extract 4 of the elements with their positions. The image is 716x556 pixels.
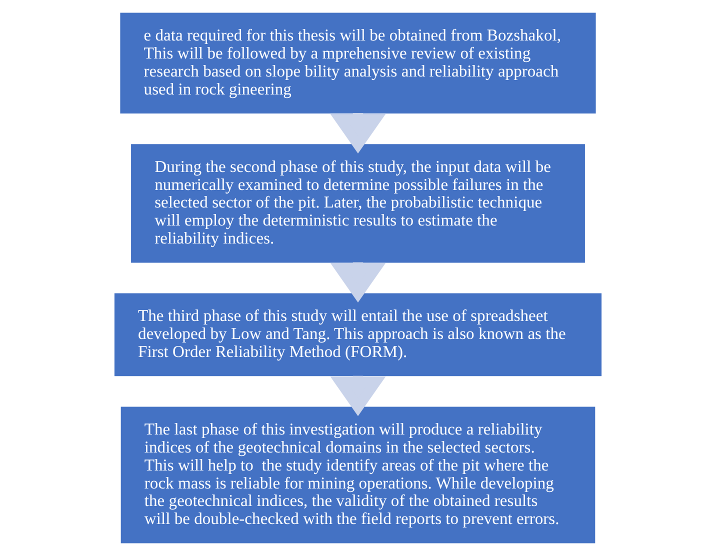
node-box: The last phase of this investigation will produce a reliability indices of the geotechnical domains in the selected sectors. This will help to the study identify areas of the pit where the rock mass is reliable for mining operations. While developing the geotechnical indices, the validity of the obtained results will be double-checked with the field reports to prevent errors. [120,406,596,544]
node-box: During the second phase of this study, the input data will be numerically examined to determine possible failures in the selected sector of the pit. Later, the probabilistic technique will employ the deterministic results to estimate the reliability indices. [131,144,585,263]
node-box: The third phase of this study will entail the use of spreadsheet developed by Low and Tang. This approach is also known as the First Order Reliability Method (FORM). [114,293,602,376]
node-box: e data required for this thesis will be obtained from Bozshakol, This will be followed by a mprehensive review of existing research based on slope bility analysis and reliability approach used in rock gineering [120,12,596,114]
